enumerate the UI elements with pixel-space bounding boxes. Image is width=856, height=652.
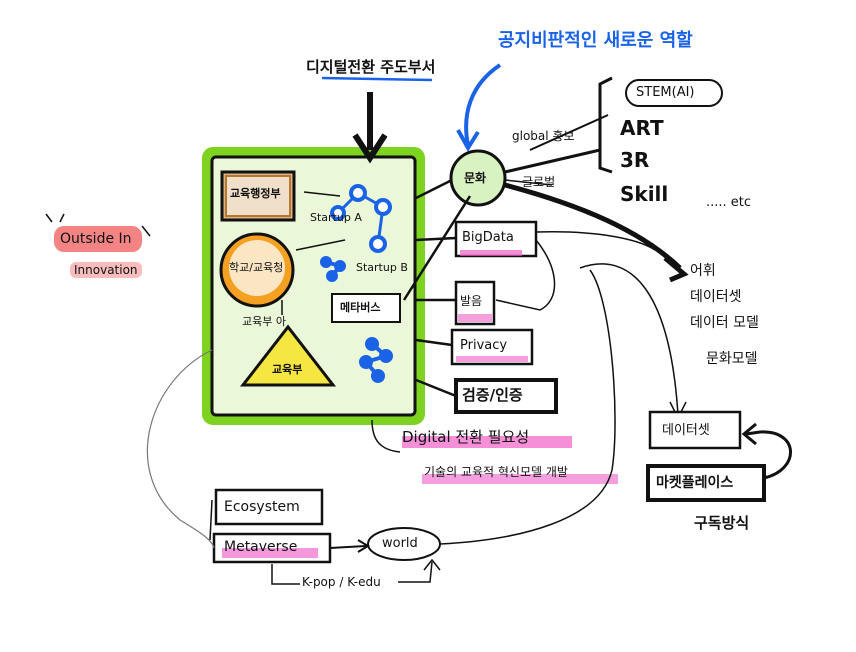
three-r-label: 3R <box>620 148 650 172</box>
data-box-label: 데이터셋 <box>662 423 710 438</box>
label-gyo: 교육부 아 <box>242 315 286 328</box>
list-item-4: 문화모델 <box>706 351 758 367</box>
molecule-icon-1 <box>320 256 346 282</box>
stem-pill <box>625 79 723 107</box>
list-item-3: 데이터 모델 <box>690 315 759 331</box>
main-frame <box>210 155 417 417</box>
innovation-text: Innovation <box>74 263 138 277</box>
etc-label: ..... etc <box>706 195 752 210</box>
metaverse-label: Metaverse <box>224 539 298 555</box>
startup-a-label: Startup A <box>310 211 362 224</box>
munhwa-circle <box>449 149 507 207</box>
ecosystem-label: Ecosystem <box>224 499 300 515</box>
stem-label: STEM(AI) <box>636 85 695 100</box>
art-label: ART <box>620 116 664 140</box>
ecosystem-box <box>214 488 324 526</box>
node4-triangle <box>239 324 337 387</box>
outside-in-text: Outside In <box>60 231 132 247</box>
blue-arrow-head <box>456 129 480 152</box>
data-box <box>648 410 742 450</box>
privacy-label: Privacy <box>460 338 508 353</box>
global-pr-label: global 홍보 <box>512 129 575 143</box>
baleum-label: 발음 <box>460 294 483 308</box>
skill-label: Skill <box>620 182 669 206</box>
down-arrow-head <box>352 133 388 164</box>
title-top: 디지털전환 주도부서 <box>306 58 436 76</box>
verify-label: 검증/인증 <box>462 386 523 404</box>
node2-label: 학교/교육청 <box>229 261 284 274</box>
thick-arrow <box>504 182 682 270</box>
outside-in-highlight <box>54 226 142 252</box>
kpop-label: K-pop / K-edu <box>302 575 381 589</box>
startup-b-label: Startup B <box>356 261 408 274</box>
bigdata-label: BigData <box>462 230 514 245</box>
subscription-label: 구독방식 <box>694 514 750 532</box>
metaverse-small-label: 메타버스 <box>340 301 381 314</box>
global-label: 글로벌 <box>522 175 556 189</box>
list-item-2: 데이터셋 <box>690 289 742 305</box>
digital-title: Digital 전환 필요성 <box>402 428 530 446</box>
digital-subtitle: 기술의 교육적 혁신모델 개발 <box>424 465 568 479</box>
datamodel-arrow <box>579 263 679 416</box>
blue-arrow <box>464 63 502 146</box>
stem-bracket <box>598 76 613 174</box>
market-box <box>646 464 766 502</box>
metaverse-small-box <box>331 293 401 323</box>
node1-label: 교육행정부 <box>230 187 281 200</box>
node4-label: 교육부 <box>272 363 303 376</box>
cycle-arrow <box>745 430 792 480</box>
market-label: 마켓플레이스 <box>656 475 734 491</box>
world-label: world <box>382 536 418 551</box>
munhwa-label: 문화 <box>464 171 487 185</box>
molecule-icon-2 <box>359 337 393 383</box>
list-item-1: 어휘 <box>690 263 716 279</box>
title-blue: 공지비판적인 새로운 역할 <box>498 30 693 51</box>
